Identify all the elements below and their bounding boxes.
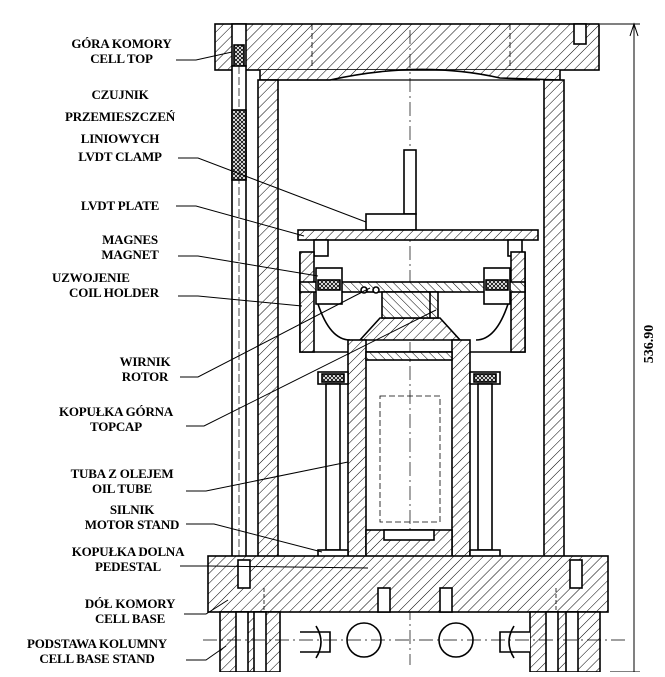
rotor-topcap	[358, 286, 462, 341]
label-lvdt-plate-en: LVDT PLATE	[80, 198, 160, 213]
label-lvdt-clamp-pl1: CZUJNIK	[91, 87, 149, 102]
label-cell-base-stand: PODSTAWA KOLUMNY CELL BASE STAND	[4, 636, 190, 666]
label-cell-top-pl: GÓRA KOMORY	[71, 36, 172, 51]
height-dimension-value: 536.90	[642, 324, 657, 364]
label-magnet: MAGNES MAGNET	[80, 232, 180, 262]
label-cell-top: GÓRA KOMORY CELL TOP	[55, 36, 188, 66]
label-cell-base-stand-pl: PODSTAWA KOLUMNY	[27, 636, 167, 651]
label-motor-stand-pl: SILNIK	[109, 502, 155, 517]
label-oil-tube-en: OIL TUBE	[92, 481, 152, 496]
lvdt-rod	[365, 149, 417, 231]
label-lvdt-clamp-en: LVDT CLAMP	[78, 149, 162, 164]
label-cell-top-en: CELL TOP	[90, 51, 153, 66]
label-motor-stand-en: MOTOR STAND	[84, 517, 180, 532]
label-lvdt-clamp: CZUJNIK PRZEMIESZCZEŃ LINIOWYCH LVDT CLA…	[50, 86, 190, 166]
cell-base	[207, 555, 609, 613]
label-cell-base-en: CELL BASE	[94, 611, 166, 626]
label-lvdt-clamp-pl2: PRZEMIESZCZEŃ	[64, 109, 176, 124]
label-lvdt-plate: LVDT PLATE	[60, 198, 180, 213]
label-oil-tube: TUBA Z OLEJEM OIL TUBE	[58, 466, 186, 496]
label-pedestal: KOPUŁKA DOLNA PEDESTAL	[60, 544, 196, 574]
leader-lines	[176, 51, 437, 661]
label-magnet-pl: MAGNES	[102, 232, 158, 247]
cell-base-stand	[203, 611, 625, 673]
label-rotor-pl: WIRNIK	[119, 354, 171, 369]
cell-top-part	[214, 23, 600, 81]
label-pedestal-pl: KOPUŁKA DOLNA	[71, 544, 185, 559]
cell-wall	[257, 79, 565, 559]
label-topcap: KOPUŁKA GÓRNA TOPCAP	[46, 404, 186, 434]
label-magnet-en: MAGNET	[101, 247, 159, 262]
label-cell-base: DÓŁ KOMORY CELL BASE	[70, 596, 190, 626]
label-rotor-en: ROTOR	[121, 369, 169, 384]
oil-tube	[347, 339, 471, 563]
lvdt-plate	[297, 229, 539, 257]
tie-rod-left	[231, 65, 247, 567]
label-lvdt-clamp-pl3: LINIOWYCH	[80, 131, 160, 146]
label-coil-holder: UZWOJENIE COIL HOLDER	[52, 270, 176, 300]
label-coil-holder-en: COIL HOLDER	[69, 285, 159, 300]
label-coil-holder-pl: UZWOJENIE	[52, 270, 130, 285]
label-rotor: WIRNIK ROTOR	[108, 354, 182, 384]
label-cell-base-pl: DÓŁ KOMORY	[84, 596, 176, 611]
coil-holder	[299, 251, 526, 353]
label-topcap-pl: KOPUŁKA GÓRNA	[58, 404, 174, 419]
label-oil-tube-pl: TUBA Z OLEJEM	[70, 466, 174, 481]
label-topcap-en: TOPCAP	[89, 419, 142, 434]
label-motor-stand: SILNIK MOTOR STAND	[76, 502, 188, 532]
label-pedestal-en: PEDESTAL	[94, 559, 162, 574]
label-cell-base-stand-en: CELL BASE STAND	[39, 651, 155, 666]
